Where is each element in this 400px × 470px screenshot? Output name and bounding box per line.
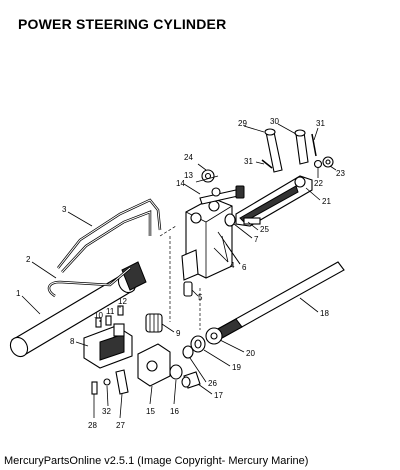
part-7-bushing[interactable] <box>224 213 236 227</box>
part-5-pin[interactable] <box>183 281 193 297</box>
part-15-clamp-block[interactable] <box>137 343 171 387</box>
part-25-bolt[interactable] <box>243 217 261 225</box>
callout-20: 20 <box>246 349 255 358</box>
part-16-washer[interactable] <box>169 364 183 380</box>
part-4-bracket-block[interactable] <box>181 197 233 281</box>
callout-7: 7 <box>254 235 259 244</box>
callout-labels: 1 2 3 4 5 6 7 8 9 10 11 12 13 14 15 16 1… <box>16 117 345 430</box>
part-10-fitting[interactable] <box>95 317 102 328</box>
part-13-washer[interactable] <box>211 187 221 197</box>
part-14-bolt[interactable] <box>199 185 245 205</box>
part-3-hydraulic-line[interactable] <box>57 198 162 273</box>
part-31-cotter-pin[interactable] <box>261 133 317 169</box>
part-28-screw[interactable] <box>91 381 98 395</box>
part-22-washer[interactable] <box>313 159 323 169</box>
callout-21: 21 <box>322 197 331 206</box>
callout-6: 6 <box>242 263 247 272</box>
part-19-seal[interactable] <box>190 335 206 353</box>
callout-30: 30 <box>270 117 279 126</box>
callout-12: 12 <box>118 297 127 306</box>
callout-16: 16 <box>170 407 179 416</box>
callout-27: 27 <box>116 421 125 430</box>
callout-9: 9 <box>176 329 181 338</box>
callout-32: 32 <box>102 407 111 416</box>
callout-13: 13 <box>184 171 193 180</box>
part-2-hydraulic-line[interactable] <box>47 267 131 298</box>
part-9-adjusting-nut[interactable] <box>145 313 163 333</box>
leader-lines <box>21 123 337 419</box>
copyright-footer: MercuryPartsOnline v2.5.1 (Image Copyrig… <box>4 455 309 467</box>
callout-31-lower: 31 <box>244 157 253 166</box>
callout-5: 5 <box>198 293 203 302</box>
callout-15: 15 <box>146 407 155 416</box>
callout-8: 8 <box>70 337 75 346</box>
part-26-washer[interactable] <box>182 345 194 359</box>
callout-11: 11 <box>106 307 115 316</box>
callout-18: 18 <box>320 309 329 318</box>
callout-22: 22 <box>314 179 323 188</box>
callout-10: 10 <box>94 311 103 320</box>
callout-1: 1 <box>16 289 21 298</box>
part-20-rod-nut[interactable] <box>205 327 223 345</box>
callout-2: 2 <box>26 255 31 264</box>
callout-19: 19 <box>232 363 241 372</box>
callout-28: 28 <box>88 421 97 430</box>
callout-29: 29 <box>238 119 247 128</box>
callout-3: 3 <box>62 205 67 214</box>
part-27-valve-lever[interactable] <box>115 369 129 395</box>
part-8-control-valve[interactable] <box>83 323 133 369</box>
part-32-washer[interactable] <box>103 378 111 386</box>
callout-25: 25 <box>260 225 269 234</box>
callout-4: 4 <box>230 261 235 270</box>
diagram-title: POWER STEERING CYLINDER <box>18 16 227 32</box>
part-12-fitting[interactable] <box>117 305 124 316</box>
part-29-clevis-pin[interactable] <box>264 128 283 173</box>
part-11-fitting[interactable] <box>105 315 112 326</box>
part-17-bushing[interactable] <box>181 371 201 389</box>
callout-24: 24 <box>184 153 193 162</box>
part-18-piston-rod[interactable] <box>215 261 345 339</box>
callout-23: 23 <box>336 169 345 178</box>
callout-31-upper: 31 <box>316 119 325 128</box>
part-23-nut[interactable] <box>322 156 334 168</box>
callout-26: 26 <box>208 379 217 388</box>
callout-17: 17 <box>214 391 223 400</box>
callout-14: 14 <box>176 179 185 188</box>
part-30-clevis-pin[interactable] <box>294 129 309 165</box>
part-21-tiller-arm[interactable] <box>235 175 313 227</box>
